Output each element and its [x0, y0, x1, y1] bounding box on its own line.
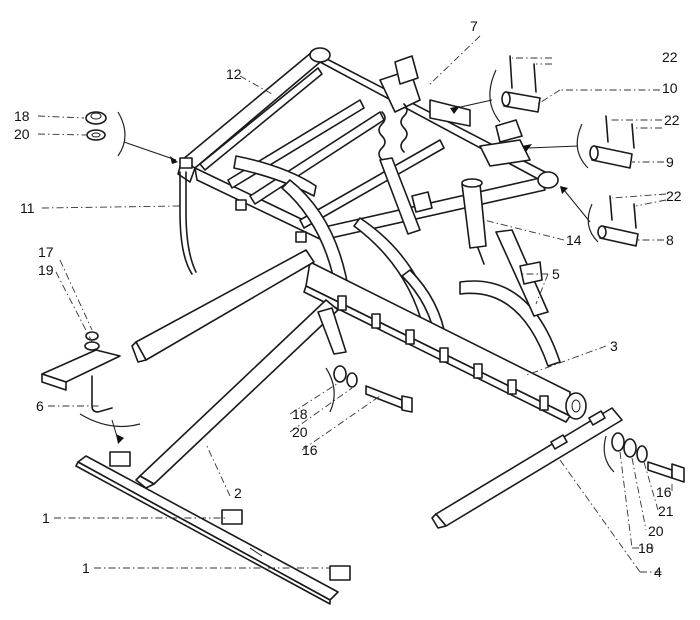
label-18-top-left: 18	[14, 108, 30, 124]
assembly-arcs	[79, 69, 615, 473]
label-16-middle: 16	[302, 442, 318, 458]
left-runners	[131, 249, 347, 489]
label-1-lower: 1	[82, 560, 90, 576]
label-20-top-left: 20	[14, 126, 30, 142]
label-2: 2	[234, 485, 242, 501]
label-5: 5	[552, 266, 560, 282]
label-20-right: 20	[648, 523, 664, 539]
label-7: 7	[470, 18, 478, 34]
label-6: 6	[36, 398, 44, 414]
label-4: 4	[654, 564, 662, 580]
cylinder	[461, 178, 487, 265]
bottom-bars	[75, 451, 351, 605]
label-11: 11	[20, 200, 35, 216]
hardware	[41, 55, 685, 483]
right-runner	[431, 407, 623, 529]
label-21: 21	[658, 503, 674, 519]
label-18-right: 18	[638, 540, 654, 556]
label-9: 9	[666, 154, 674, 170]
main-beam	[303, 261, 587, 423]
label-8: 8	[666, 232, 674, 248]
label-3: 3	[610, 338, 618, 354]
label-16-right: 16	[656, 484, 672, 500]
label-19: 19	[38, 262, 54, 278]
label-22-middle: 22	[664, 112, 680, 128]
label-12: 12	[226, 66, 242, 82]
label-17: 17	[38, 244, 54, 260]
label-14: 14	[566, 232, 582, 248]
label-20-middle: 20	[292, 424, 308, 440]
hitch-tower	[378, 55, 531, 235]
label-18-middle: 18	[292, 406, 308, 422]
strut-bracket	[495, 229, 549, 317]
part-labels: 12 7 22 10 22 9 22 8 14 5 3 18 20 11 17 …	[14, 18, 682, 580]
leader-lines	[37, 35, 673, 573]
label-22-bottom: 22	[666, 188, 682, 204]
upper-frame	[177, 47, 559, 243]
label-22-top: 22	[662, 49, 678, 65]
label-10: 10	[662, 80, 678, 96]
label-1-upper: 1	[42, 510, 50, 526]
